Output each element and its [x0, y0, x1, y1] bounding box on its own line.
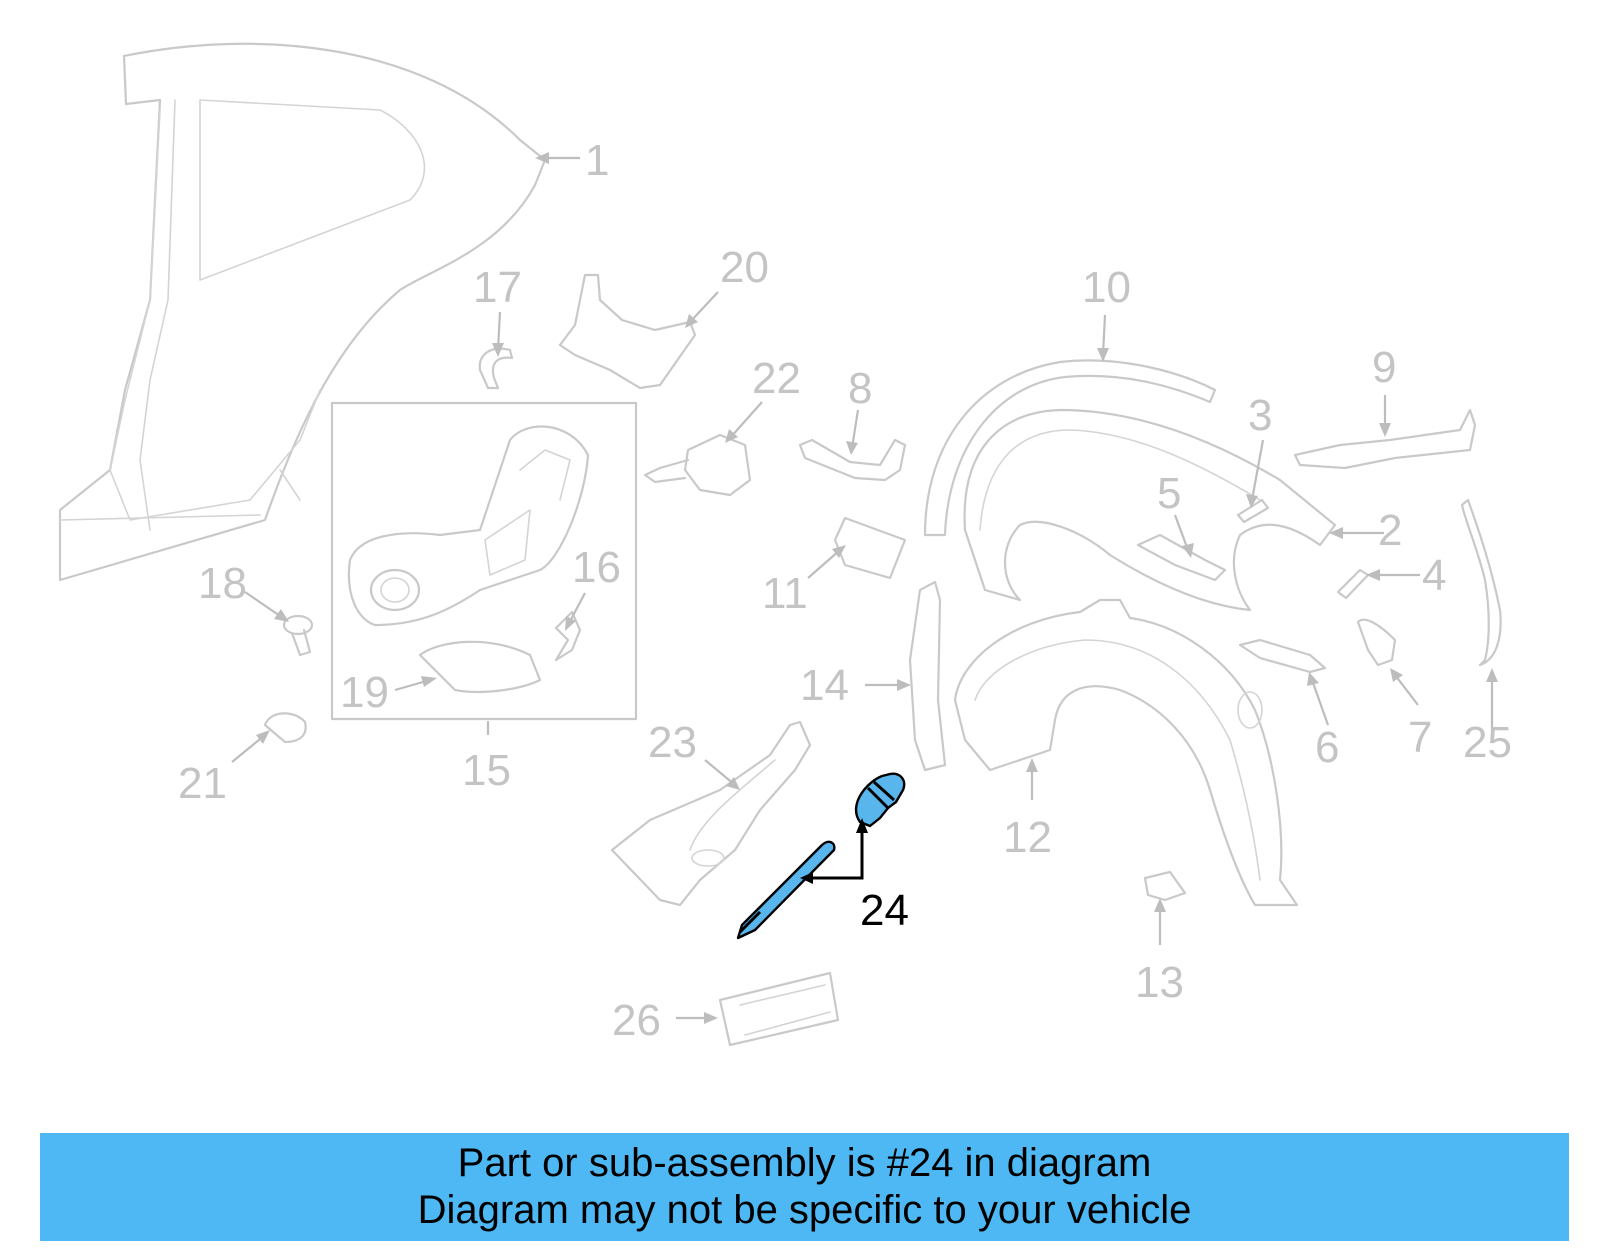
callout-11: 11 [762, 569, 808, 618]
part-4-clip [1336, 568, 1370, 600]
callout-16: 16 [572, 543, 621, 592]
part-25-seal-strip [1460, 498, 1502, 667]
callout-22: 22 [752, 354, 801, 403]
callout-19: 19 [340, 668, 389, 717]
part-1-quarter-panel [58, 42, 547, 582]
callout-4: 4 [1422, 551, 1446, 600]
part-8-bracket [798, 438, 907, 482]
callout-5: 5 [1157, 469, 1181, 518]
callout-14: 14 [800, 661, 849, 710]
banner-line-part-number: Part or sub-assembly is #24 in diagram [457, 1141, 1152, 1185]
callout-24: 24 [860, 886, 909, 935]
callout-23: 23 [648, 718, 697, 767]
callout-7: 7 [1408, 713, 1432, 762]
callout-21: 21 [178, 759, 227, 808]
part-6-bracket [1238, 638, 1327, 674]
callout-3: 3 [1248, 391, 1272, 440]
part-2-fender [963, 408, 1337, 612]
callout-13: 13 [1135, 958, 1184, 1007]
callout-10: 10 [1082, 263, 1131, 312]
callout-2: 2 [1378, 506, 1402, 555]
part-24-highlighted [736, 772, 906, 940]
part-11-panel [833, 516, 907, 580]
callout-labels: 1 2 3 4 5 6 7 8 9 10 11 12 13 14 15 16 1… [178, 136, 1512, 1045]
part-5-bracket [1136, 533, 1227, 582]
notice-banner: Part or sub-assembly is #24 in diagram D… [40, 1133, 1569, 1241]
callout-6: 6 [1315, 723, 1339, 772]
callout-arrows [231, 152, 1498, 1024]
callout-26: 26 [612, 996, 661, 1045]
callout-9: 9 [1372, 343, 1396, 392]
part-22-actuator [643, 433, 752, 497]
part-10-arch-molding [923, 359, 1217, 537]
part-18-bolt [282, 614, 314, 657]
part-3-clip [1236, 498, 1270, 524]
part-19-fuel-door-trim [418, 640, 542, 694]
part-12-wheel-liner [953, 598, 1299, 907]
part-14-trim [908, 580, 947, 772]
part-13-clip [1143, 870, 1187, 902]
callout-15: 15 [462, 746, 511, 795]
callout-18: 18 [198, 559, 247, 608]
part-23-splash-shield [610, 720, 812, 907]
callout-8: 8 [848, 364, 872, 413]
part-9-rail [1293, 408, 1477, 470]
part-7-push-pin [1356, 618, 1397, 667]
part-15-fuel-door-assembly [330, 401, 638, 721]
part-21-grommet [263, 712, 307, 744]
callout-25: 25 [1463, 718, 1512, 767]
banner-line-disclaimer: Diagram may not be specific to your vehi… [417, 1188, 1192, 1232]
part-16-spring-clip [554, 610, 582, 662]
callout-17: 17 [473, 263, 522, 312]
part-17-hose [478, 347, 514, 390]
callout-1: 1 [585, 136, 609, 185]
part-20-bracket [558, 273, 697, 390]
callout-12: 12 [1003, 813, 1052, 862]
callout-20: 20 [720, 243, 769, 292]
part-26-vent [718, 971, 840, 1047]
